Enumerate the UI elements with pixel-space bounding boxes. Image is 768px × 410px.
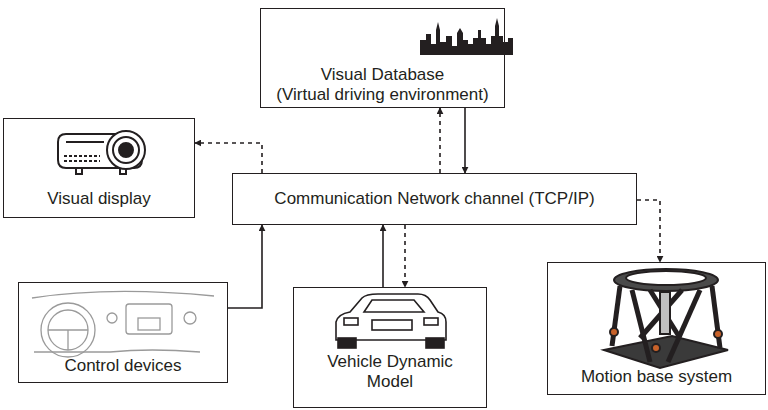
motion-base-box: Motion base system [547,262,766,395]
node-label: Motion base system [548,367,765,387]
illustration-stroke [338,338,356,348]
illustration-stroke [107,313,117,323]
motion-platform-icon [604,269,728,368]
solid-arrow [464,108,466,173]
illustration-stroke [138,318,160,330]
illustration-stroke [41,303,95,357]
solid-arrow [228,225,262,308]
illustration-stroke [614,269,718,291]
node-label: (Virtual driving environment) [261,85,504,105]
node-label: Visual display [4,189,194,209]
skyline-icon [420,18,513,55]
illustration-stroke [336,294,446,340]
illustration-stroke [64,160,100,162]
node-label: Control devices [19,356,227,376]
illustration-stroke [426,338,444,348]
control-box: Control devices [18,282,228,383]
illustration-stroke [612,286,620,346]
illustration-stroke [714,330,722,338]
illustration-stroke [126,304,172,334]
database-box: Visual Database(Virtual driving environm… [260,8,505,108]
illustration-stroke [344,318,358,325]
illustration-stroke [424,318,438,325]
illustration-stroke [660,292,670,334]
text-group: Visual display [4,189,194,209]
illustration-stroke [48,310,88,350]
vehicle-model-box: Vehicle Dynamic Model [293,287,487,408]
illustration-stroke [32,291,214,298]
display-box: Visual display [3,118,195,218]
text-group: Visual Database(Virtual driving environm… [261,65,504,105]
dashed-arrow [637,200,660,262]
node-label: Visual Database [261,65,504,85]
illustration-stroke [372,320,412,330]
projector-icon [58,131,145,174]
illustration-stroke [76,168,82,174]
illustration-stroke [119,143,133,157]
illustration-stroke [113,137,139,163]
text-group: Communication Network channel (TCP/IP) [233,189,636,209]
network-box: Communication Network channel (TCP/IP) [232,173,637,225]
illustration-stroke [640,290,682,338]
illustration-stroke [652,344,660,352]
illustration-stroke [604,336,728,368]
car-icon [336,294,446,348]
illustration-stroke [66,141,104,143]
illustration-stroke [364,300,424,312]
illustration-stroke [420,18,513,55]
illustration-stroke [184,312,196,324]
dashboard-icon [32,291,214,357]
dashed-arrow [404,225,406,287]
illustration-stroke [48,330,88,350]
text-group: Motion base system [548,367,765,387]
solid-arrow [382,225,384,287]
text-group: Vehicle Dynamic Model [294,352,486,392]
illustration-stroke [610,328,618,336]
illustration-stroke [34,350,200,352]
illustration-stroke [626,271,706,285]
illustration-stroke [64,155,100,157]
illustration-stroke [107,131,145,169]
node-label: Vehicle Dynamic Model [311,352,469,392]
dashed-arrow [195,143,262,173]
node-label: Communication Network channel (TCP/IP) [233,189,636,209]
dashed-arrow [439,108,441,173]
text-group: Control devices [19,356,227,376]
